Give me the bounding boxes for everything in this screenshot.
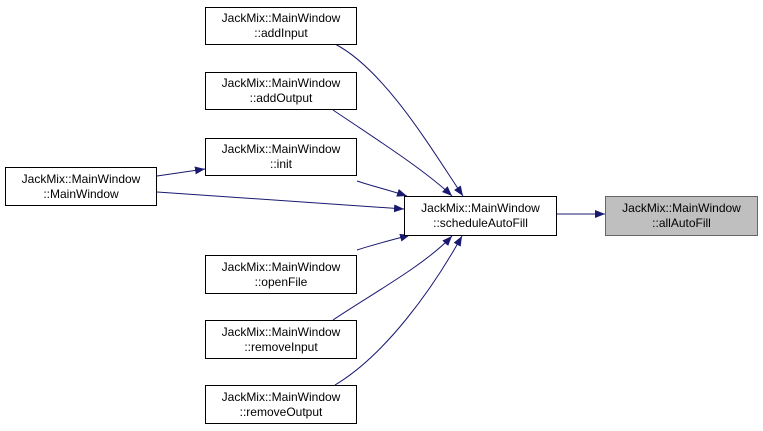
node-all-auto-fill-method: ::allAutoFill (652, 216, 711, 230)
node-remove-input-class: JackMix::MainWindow (221, 324, 341, 339)
node-add-input[interactable]: JackMix::MainWindow ::addInput (205, 7, 357, 45)
node-init-method: ::init (269, 157, 292, 171)
node-all-auto-fill: JackMix::MainWindow ::allAutoFill (605, 196, 758, 236)
node-add-output-method: ::addOutput (249, 91, 313, 105)
node-schedule-auto-fill-class: JackMix::MainWindow (421, 201, 540, 215)
node-open-file[interactable]: JackMix::MainWindow ::openFile (205, 255, 357, 294)
node-add-output-class: JackMix::MainWindow (221, 76, 341, 90)
node-main-window-class: JackMix::MainWindow (21, 171, 141, 186)
node-open-file-method: ::openFile (254, 274, 308, 289)
node-main-window-method: ::MainWindow (43, 186, 119, 201)
node-init-class: JackMix::MainWindow (221, 142, 341, 156)
edge-addOutput-to-scheduleAutoFill (332, 109, 453, 197)
node-add-input-method: ::addInput (254, 26, 308, 40)
node-schedule-auto-fill-method: ::scheduleAutoFill (433, 216, 528, 230)
node-remove-input-method: ::removeInput (244, 339, 318, 354)
edge-removeInput-to-scheduleAutoFill (332, 235, 453, 321)
edge-openFile-to-scheduleAutoFill (356, 233, 411, 251)
node-remove-output-class: JackMix::MainWindow (221, 389, 341, 404)
edge-mainWindow-to-scheduleAutoFill (156, 191, 405, 213)
edge-mainWindow-to-init (156, 166, 206, 177)
edge-addInput-to-scheduleAutoFill (334, 43, 464, 197)
node-remove-input[interactable]: JackMix::MainWindow ::removeInput (205, 320, 357, 359)
node-main-window[interactable]: JackMix::MainWindow ::MainWindow (5, 167, 157, 206)
node-add-input-class: JackMix::MainWindow (221, 11, 341, 25)
node-open-file-class: JackMix::MainWindow (221, 259, 341, 274)
node-all-auto-fill-class: JackMix::MainWindow (622, 201, 741, 215)
edge-removeOutput-to-scheduleAutoFill (334, 235, 463, 386)
node-add-output[interactable]: JackMix::MainWindow ::addOutput (205, 72, 357, 110)
edge-init-to-scheduleAutoFill (356, 180, 408, 197)
node-remove-output-method: ::removeOutput (239, 404, 323, 419)
node-init[interactable]: JackMix::MainWindow ::init (205, 138, 357, 176)
node-remove-output[interactable]: JackMix::MainWindow ::removeOutput (205, 385, 357, 424)
node-schedule-auto-fill[interactable]: JackMix::MainWindow ::scheduleAutoFill (404, 196, 557, 236)
